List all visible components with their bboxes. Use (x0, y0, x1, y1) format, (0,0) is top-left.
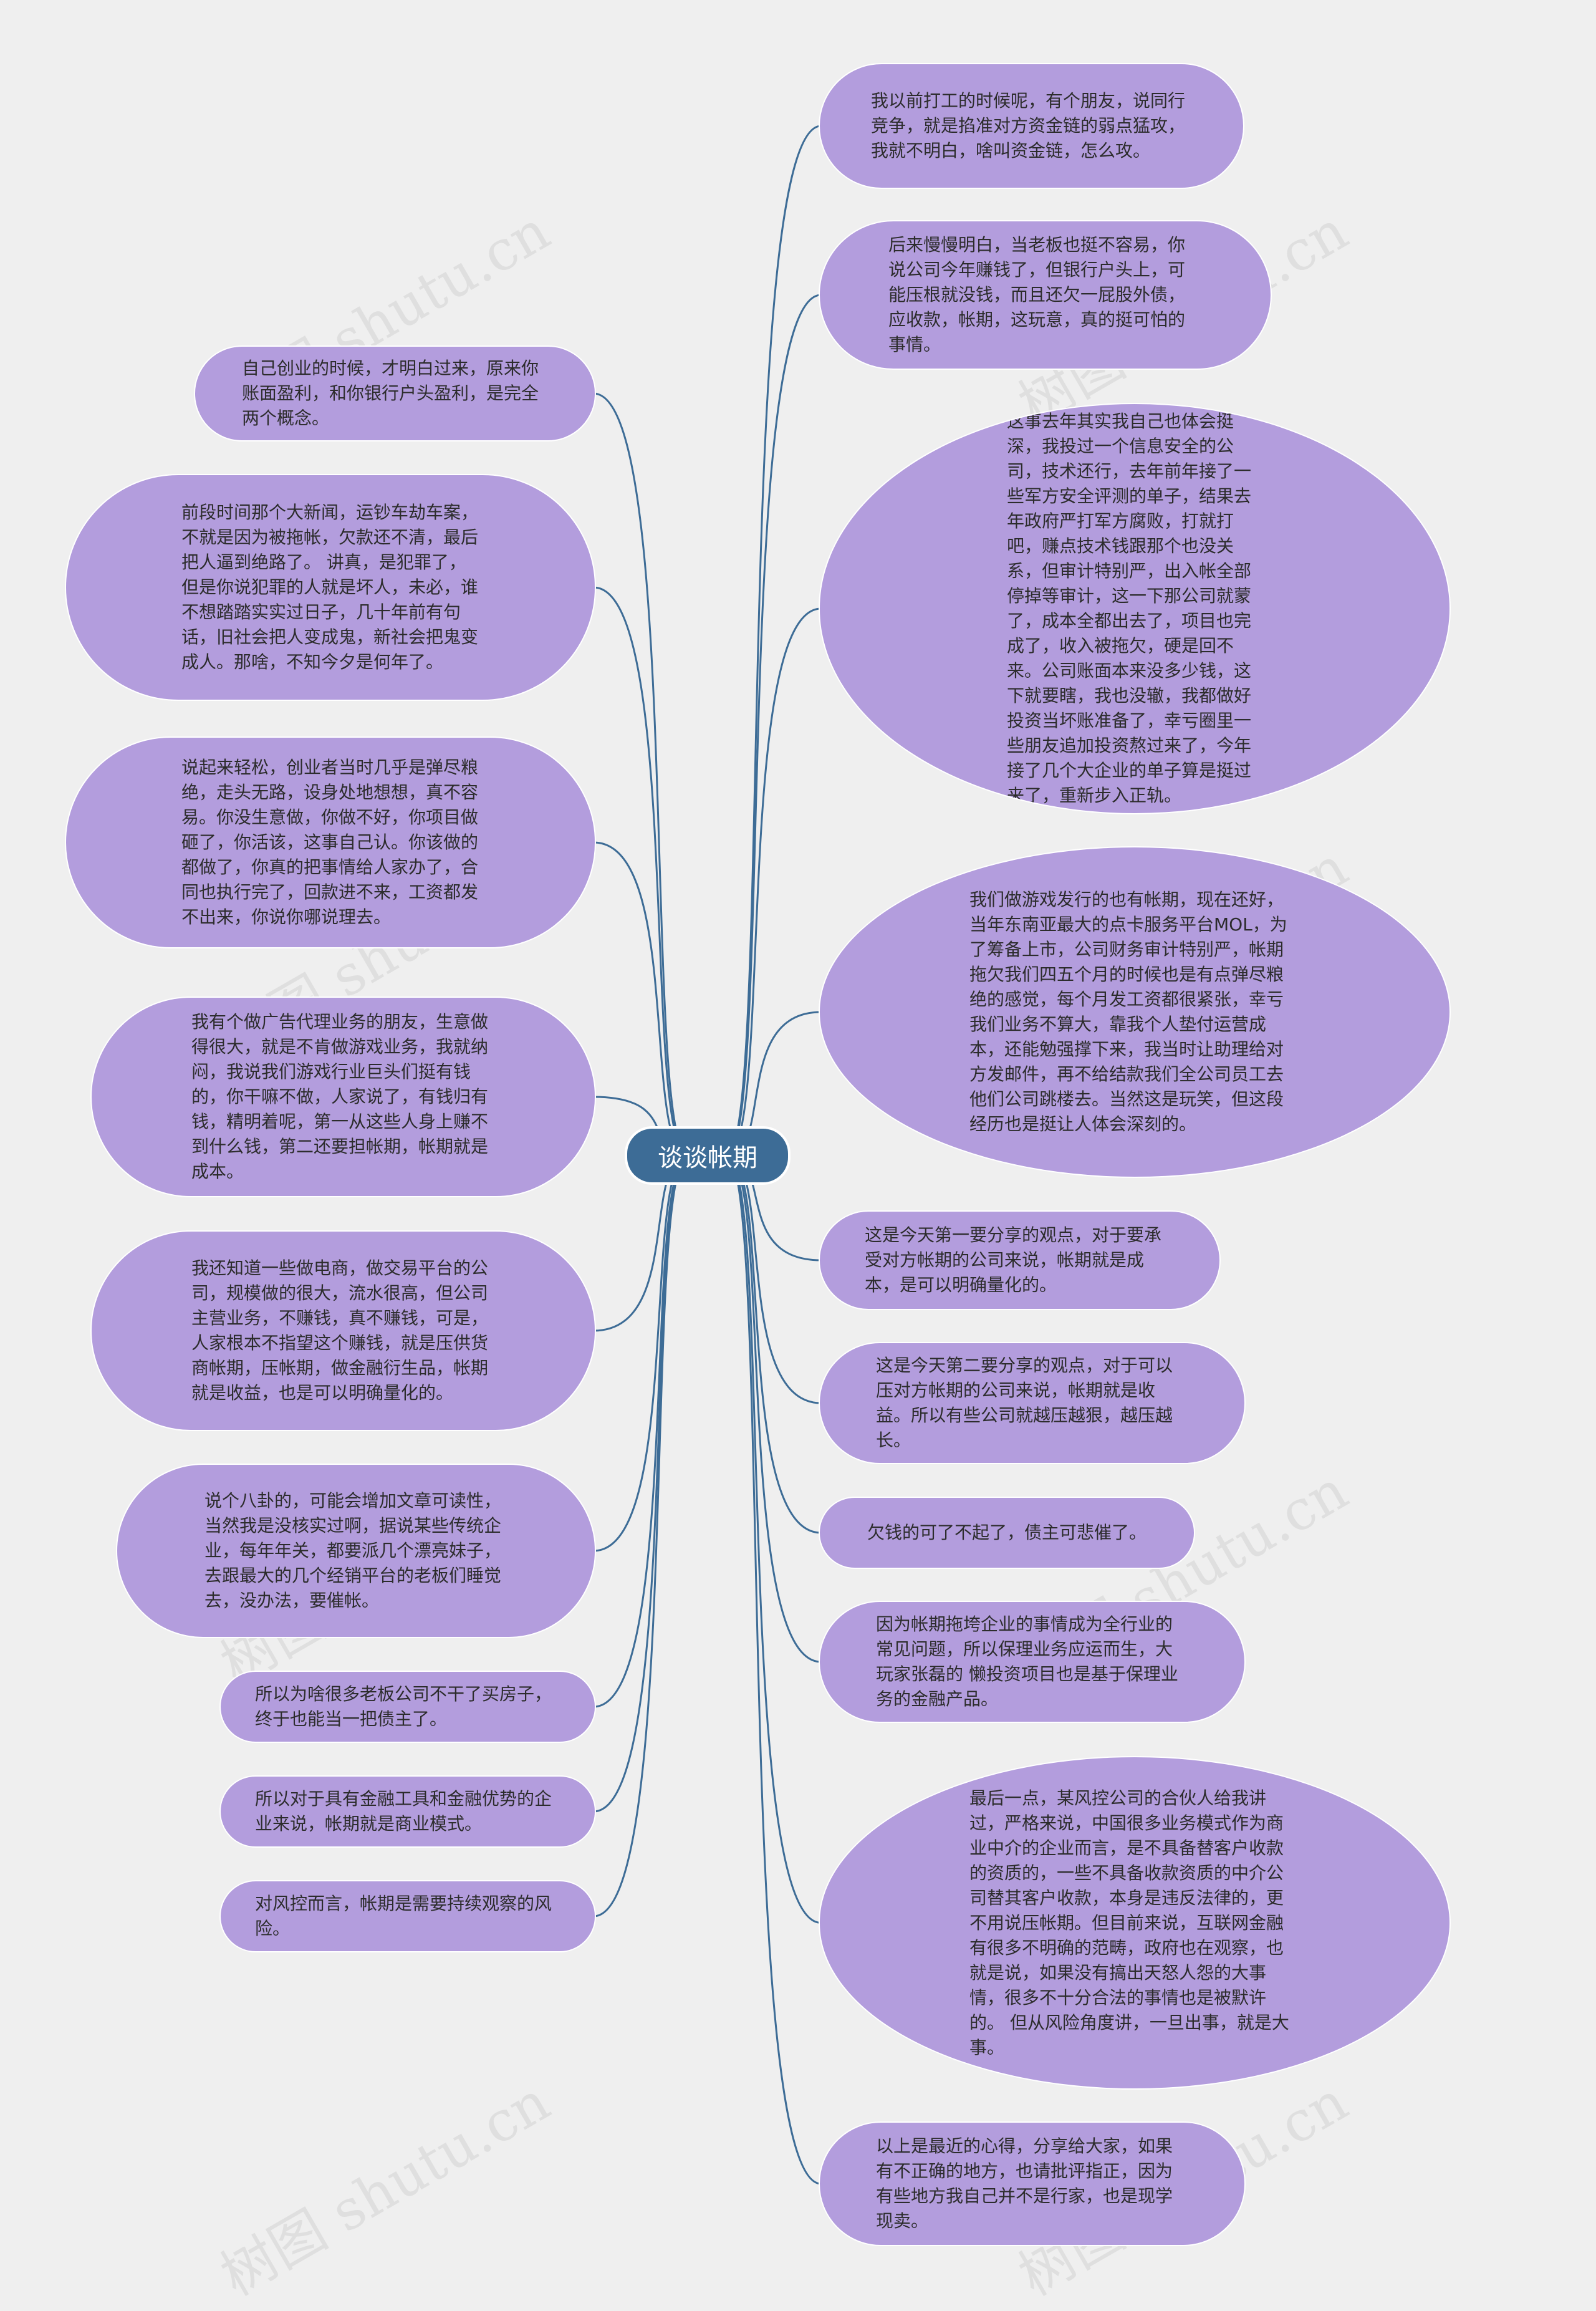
connector-line (726, 607, 822, 1157)
topic-node-text: 对风控而言，帐期是需要持续观察的风险。 (255, 1893, 552, 1939)
connector-line (593, 1154, 690, 1708)
topic-node-left-3[interactable]: 说起来轻松，创业者当时几乎是弹尽粮绝，走头无路，设身处地想想，真不容易。你没生意… (65, 736, 596, 948)
topic-node-left-7[interactable]: 所以为啥很多老板公司不干了买房子，终于也能当一把债主了。 (219, 1671, 596, 1743)
topic-node-text: 最后一点，某风控公司的合伙人给我讲过，严格来说，中国很多业务模式作为商业中介的企… (969, 1787, 1289, 2058)
central-topic[interactable]: 谈谈帐期 (625, 1126, 791, 1185)
topic-node-text: 我以前打工的时候呢，有个朋友，说同行竞争，就是掐准对方资金链的弱点猛攻，我就不明… (871, 90, 1186, 161)
topic-node-left-6[interactable]: 说个八卦的，可能会增加文章可读性，当然我是没核实过啊，据说某些传统企业，每年年关… (116, 1464, 596, 1638)
topic-node-right-9[interactable]: 最后一点，某风控公司的合伙人给我讲过，严格来说，中国很多业务模式作为商业中介的企… (819, 1756, 1451, 2090)
topic-node-text: 我还知道一些做电商，做交易平台的公司，规模做的很大，流水很高，但公司主营业务，不… (191, 1258, 489, 1403)
connector-line (726, 1154, 822, 1534)
connector-line (593, 1154, 690, 1918)
topic-node-text: 说起来轻松，创业者当时几乎是弹尽粮绝，走头无路，设身处地想想，真不容易。你没生意… (181, 757, 479, 927)
topic-node-right-5[interactable]: 这是今天第一要分享的观点，对于要承受对方帐期的公司来说，帐期就是成本，是可以明确… (819, 1210, 1221, 1310)
topic-node-right-1[interactable]: 我以前打工的时候呢，有个朋友，说同行竞争，就是掐准对方资金链的弱点猛攻，我就不明… (819, 63, 1244, 189)
topic-node-right-4[interactable]: 我们做游戏发行的也有帐期，现在还好，当年东南亚最大的点卡服务平台MOL，为了筹备… (819, 846, 1451, 1178)
topic-node-left-8[interactable]: 所以对于具有金融工具和金融优势的企业来说，帐期就是商业模式。 (219, 1775, 596, 1848)
topic-node-text: 因为帐期拖垮企业的事情成为全行业的常见问题，所以保理业务应运而生，大玩家张磊的 … (876, 1614, 1178, 1709)
topic-node-right-2[interactable]: 后来慢慢明白，当老板也挺不容易，你说公司今年赚钱了，但银行户头上，可能压根就没钱… (819, 220, 1272, 370)
topic-node-text: 后来慢慢明白，当老板也挺不容易，你说公司今年赚钱了，但银行户头上，可能压根就没钱… (888, 234, 1186, 355)
topic-node-text: 自己创业的时候，才明白过来，原来你账面盈利，和你银行户头盈利，是完全两个概念。 (242, 358, 539, 428)
connector-line (726, 294, 822, 1157)
topic-node-right-7[interactable]: 欠钱的可了不起了，债主可悲催了。 (819, 1497, 1195, 1569)
topic-node-left-1[interactable]: 自己创业的时候，才明白过来，原来你账面盈利，和你银行户头盈利，是完全两个概念。 (194, 345, 596, 441)
topic-node-left-4[interactable]: 我有个做广告代理业务的朋友，生意做得很大，就是不肯做游戏业务，我就纳闷，我说我们… (90, 996, 596, 1197)
connector-line (593, 1154, 690, 1552)
topic-node-text: 这事去年其实我自己也体会挺深，我投过一个信息安全的公司，技术还行，去年前年接了一… (1007, 411, 1252, 806)
topic-node-text: 所以为啥很多老板公司不干了买房子，终于也能当一把债主了。 (255, 1684, 552, 1729)
topic-node-right-6[interactable]: 这是今天第二要分享的观点，对于可以压对方帐期的公司来说，帐期就是收益。所以有些公… (819, 1342, 1246, 1464)
connector-line (726, 125, 822, 1157)
topic-node-text: 这是今天第一要分享的观点，对于要承受对方帐期的公司来说，帐期就是成本，是可以明确… (865, 1225, 1162, 1295)
topic-node-right-8[interactable]: 因为帐期拖垮企业的事情成为全行业的常见问题，所以保理业务应运而生，大玩家张磊的 … (819, 1601, 1246, 1723)
topic-node-left-5[interactable]: 我还知道一些做电商，做交易平台的公司，规模做的很大，流水很高，但公司主营业务，不… (90, 1230, 596, 1431)
topic-node-text: 欠钱的可了不起了，债主可悲催了。 (867, 1522, 1147, 1543)
topic-node-text: 前段时间那个大新闻，运钞车劫车案，不就是因为被拖帐，欠款还不清，最后把人逼到绝路… (181, 502, 479, 672)
topic-node-text: 我们做游戏发行的也有帐期，现在还好，当年东南亚最大的点卡服务平台MOL，为了筹备… (969, 889, 1287, 1134)
topic-node-text: 以上是最近的心得，分享给大家，如果有不正确的地方，也请批评指正，因为有些地方我自… (876, 2136, 1173, 2231)
connector-line (726, 1154, 822, 2185)
connector-line (593, 392, 690, 1157)
topic-node-text: 这是今天第二要分享的观点，对于可以压对方帐期的公司来说，帐期就是收益。所以有些公… (876, 1355, 1173, 1450)
topic-node-right-10[interactable]: 以上是最近的心得，分享给大家，如果有不正确的地方，也请批评指正，因为有些地方我自… (819, 2121, 1246, 2246)
central-topic-label: 谈谈帐期 (658, 1144, 757, 1172)
topic-node-text: 说个八卦的，可能会增加文章可读性，当然我是没核实过啊，据说某些传统企业，每年年关… (204, 1490, 502, 1611)
topic-node-left-9[interactable]: 对风控而言，帐期是需要持续观察的风险。 (219, 1880, 596, 1952)
connector-line (726, 1154, 822, 1663)
topic-node-right-3[interactable]: 这事去年其实我自己也体会挺深，我投过一个信息安全的公司，技术还行，去年前年接了一… (819, 403, 1451, 814)
topic-node-text: 我有个做广告代理业务的朋友，生意做得很大，就是不肯做游戏业务，我就纳闷，我说我们… (191, 1011, 489, 1182)
topic-node-left-2[interactable]: 前段时间那个大新闻，运钞车劫车案，不就是因为被拖帐，欠款还不清，最后把人逼到绝路… (65, 474, 596, 701)
connector-line (593, 841, 690, 1157)
connector-line (726, 1154, 822, 1924)
connector-line (593, 586, 690, 1157)
topic-node-text: 所以对于具有金融工具和金融优势的企业来说，帐期就是商业模式。 (255, 1788, 552, 1834)
